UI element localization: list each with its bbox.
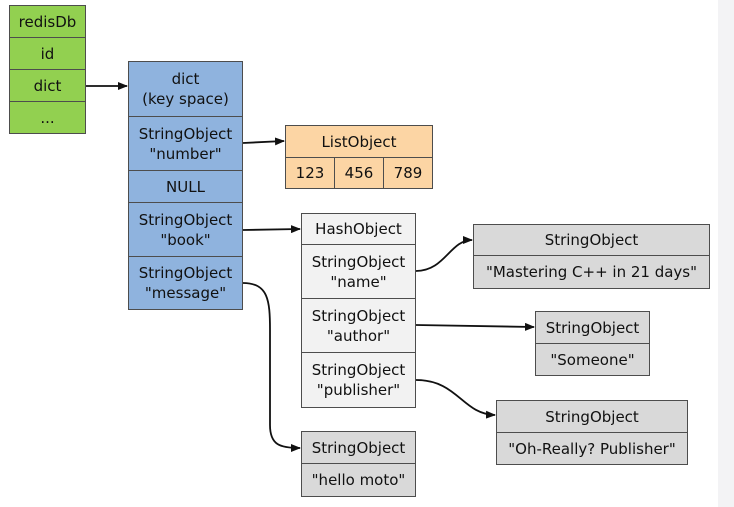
dict-entry-book: StringObject "book" [128, 202, 243, 257]
string-object-value-cell: "Oh-Really? Publisher" [496, 432, 688, 465]
dict-entry-key: "message" [144, 284, 227, 302]
hash-field-key: "author" [326, 326, 391, 345]
hash-field-key: "name" [330, 272, 387, 291]
string-object-title: StringObject [544, 231, 639, 249]
string-object-title: StringObject [311, 438, 406, 457]
dict-entry-message: StringObject "message" [128, 256, 243, 310]
list-item: 789 [383, 157, 433, 189]
list-object-title-cell: ListObject [285, 125, 433, 158]
list-item: 123 [285, 157, 335, 189]
string-object-value-cell: "Someone" [535, 343, 650, 376]
string-object-title-cell: StringObject [535, 311, 650, 344]
string-object-title-cell: StringObject [301, 431, 416, 464]
right-edge-strip [718, 0, 734, 507]
redisdb-ellipsis-label: ... [40, 108, 55, 127]
redisdb-dict-label: dict [33, 76, 62, 95]
hash-field-type: StringObject [311, 252, 406, 271]
string-object-value: "Someone" [550, 350, 635, 369]
hash-object-title: HashObject [315, 220, 402, 238]
hash-field-publisher: StringObject "publisher" [301, 352, 416, 408]
hash-field-type: StringObject [311, 361, 406, 379]
arrow-publisher-to-string-object [415, 379, 496, 419]
list-item-value: 789 [393, 164, 423, 182]
arrow-book-to-hashobject [242, 225, 301, 234]
hash-object-title-cell: HashObject [301, 213, 416, 245]
dict-entry-key: "book" [160, 230, 211, 249]
string-object-value: "Oh-Really? Publisher" [508, 439, 676, 458]
dict-header: dict (key space) [128, 61, 243, 117]
redisdb-cell-id: id [9, 37, 86, 70]
string-object-value-cell: "Mastering C++ in 21 days" [473, 255, 710, 289]
string-object-title: StringObject [545, 407, 639, 426]
string-object-title: StringObject [545, 318, 640, 337]
arrow-number-to-listobject [242, 137, 285, 146]
string-object-value-cell: "hello moto" [301, 463, 416, 497]
dict-entry-type: StringObject [138, 264, 233, 282]
redisdb-cell-ellipsis: ... [9, 101, 86, 134]
string-object-value: "hello moto" [311, 471, 406, 489]
hash-field-type: StringObject [311, 306, 406, 325]
redisdb-id-label: id [40, 44, 55, 63]
redisdb-title: redisDb [18, 12, 77, 31]
arrow-name-to-string-object [415, 236, 473, 272]
hash-field-key: "publisher" [316, 381, 401, 399]
dict-title-line1: dict [171, 70, 200, 88]
arrow-author-to-string-object [415, 322, 535, 331]
dict-title-line2: (key space) [142, 90, 229, 108]
arrow-message-to-hello-moto [242, 282, 301, 452]
list-object-title: ListObject [321, 132, 397, 151]
dict-entry-key: "number" [149, 144, 222, 163]
string-object-value: "Mastering C++ in 21 days" [485, 263, 698, 281]
hash-field-name: StringObject "name" [301, 244, 416, 299]
list-item-value: 123 [295, 164, 325, 182]
hash-field-author: StringObject "author" [301, 298, 416, 353]
dict-entry-number: StringObject "number" [128, 116, 243, 171]
list-item: 456 [334, 157, 384, 189]
dict-entry-type: StringObject [138, 210, 233, 229]
string-object-title-cell: StringObject [496, 400, 688, 433]
dict-entry-null-label: NULL [166, 177, 205, 196]
list-item-value: 456 [344, 164, 374, 182]
dict-entry-type: StringObject [138, 124, 233, 143]
